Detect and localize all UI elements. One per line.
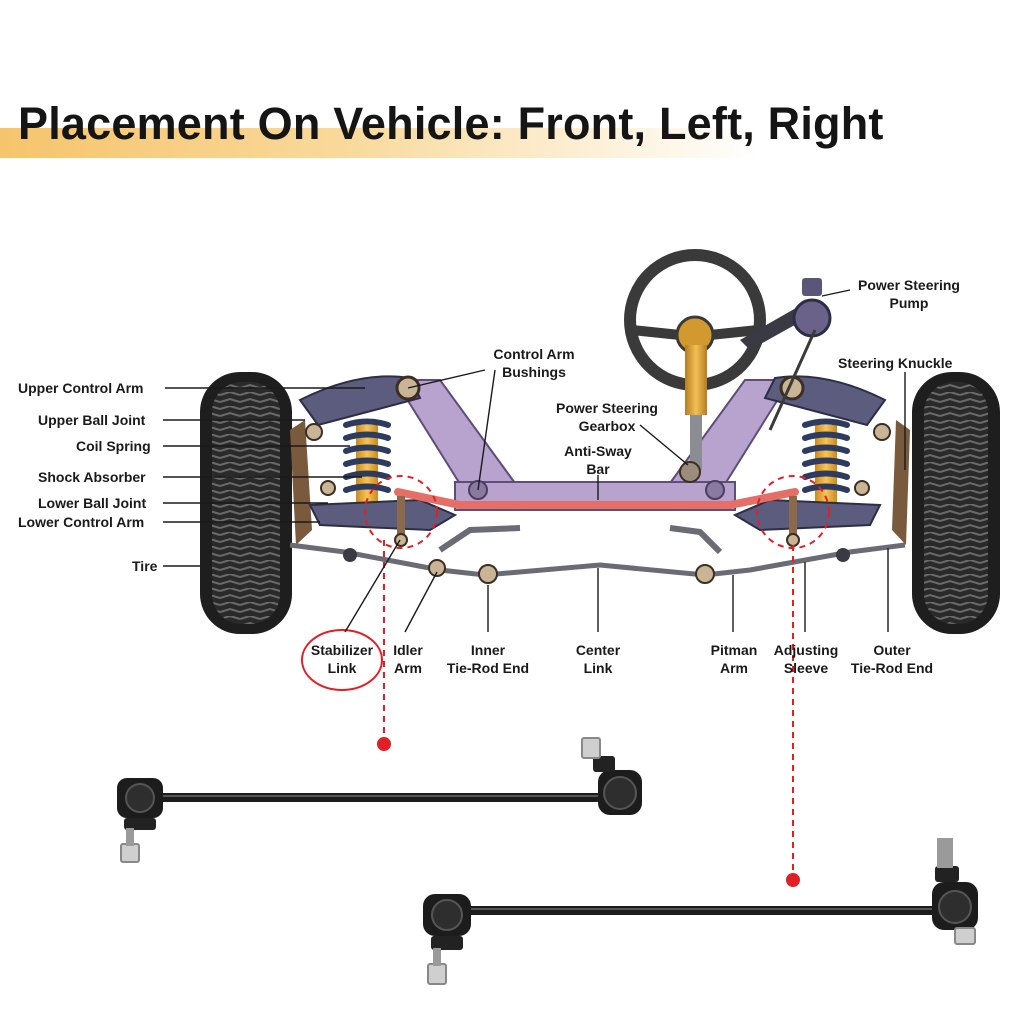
coil-spring-left xyxy=(343,418,391,493)
label-lower-ball-joint: Lower Ball Joint xyxy=(38,495,146,511)
leader-lines xyxy=(163,289,906,633)
label-stabilizer-link-1: Stabilizer xyxy=(311,642,374,658)
label-control-arm-bushings-1: Control Arm xyxy=(493,346,574,362)
product-stabilizer-link-right xyxy=(423,838,978,985)
highlight-circle-left xyxy=(364,475,438,549)
diagram-stabilizer-link-right xyxy=(789,496,797,540)
steering-gearbox xyxy=(679,461,701,483)
label-anti-sway-bar-2: Bar xyxy=(586,461,610,477)
label-steering-knuckle: Steering Knuckle xyxy=(838,355,953,371)
label-lower-control-arm: Lower Control Arm xyxy=(18,514,144,530)
label-upper-ball-joint: Upper Ball Joint xyxy=(38,412,146,428)
label-idler-arm-1: Idler xyxy=(393,642,423,658)
lower-control-arm-left xyxy=(308,498,458,532)
label-center-link-1: Center xyxy=(576,642,621,658)
label-power-steering-pump-1: Power Steering xyxy=(858,277,960,293)
lower-control-arm-right xyxy=(732,498,882,532)
label-upper-control-arm: Upper Control Arm xyxy=(18,380,143,396)
label-outer-tie-rod-2: Tie-Rod End xyxy=(851,660,933,676)
right-steering-knuckle xyxy=(892,420,910,545)
label-tire: Tire xyxy=(132,558,158,574)
label-pitman-arm-1: Pitman xyxy=(711,642,758,658)
label-inner-tie-rod-1: Inner xyxy=(471,642,506,658)
power-steering-pump xyxy=(740,278,832,431)
label-pitman-arm-2: Arm xyxy=(720,660,748,676)
label-adjusting-sleeve-2: Sleeve xyxy=(784,660,829,676)
label-power-steering-pump-2: Pump xyxy=(890,295,929,311)
label-coil-spring: Coil Spring xyxy=(76,438,151,454)
steering-column xyxy=(685,345,707,415)
product-stabilizer-link-left xyxy=(117,737,642,863)
label-shock-absorber: Shock Absorber xyxy=(38,469,146,485)
label-stabilizer-link-2: Link xyxy=(328,660,357,676)
label-inner-tie-rod-2: Tie-Rod End xyxy=(447,660,529,676)
steering-shaft xyxy=(690,415,702,470)
left-steering-knuckle xyxy=(290,420,312,545)
label-power-steering-gearbox-1: Power Steering xyxy=(556,400,658,416)
label-center-link-2: Link xyxy=(584,660,613,676)
guide-dot-left xyxy=(377,737,391,751)
diagram-stabilizer-link-left xyxy=(397,496,405,540)
page-title: Placement On Vehicle: Front, Left, Right xyxy=(18,98,884,149)
label-anti-sway-bar-1: Anti-Sway xyxy=(564,443,632,459)
stabilizer-label-ring xyxy=(301,629,383,691)
label-idler-arm-2: Arm xyxy=(394,660,422,676)
anti-sway-bar xyxy=(394,488,799,509)
label-power-steering-gearbox-2: Gearbox xyxy=(579,418,636,434)
right-tire xyxy=(912,372,1000,634)
label-outer-tie-rod-1: Outer xyxy=(873,642,911,658)
label-adjusting-sleeve-1: Adjusting xyxy=(774,642,839,658)
guide-dot-right xyxy=(786,873,800,887)
label-control-arm-bushings-2: Bushings xyxy=(502,364,566,380)
steering-linkage xyxy=(289,542,906,578)
title-highlight-band xyxy=(0,128,760,158)
coil-spring-right xyxy=(802,418,850,493)
